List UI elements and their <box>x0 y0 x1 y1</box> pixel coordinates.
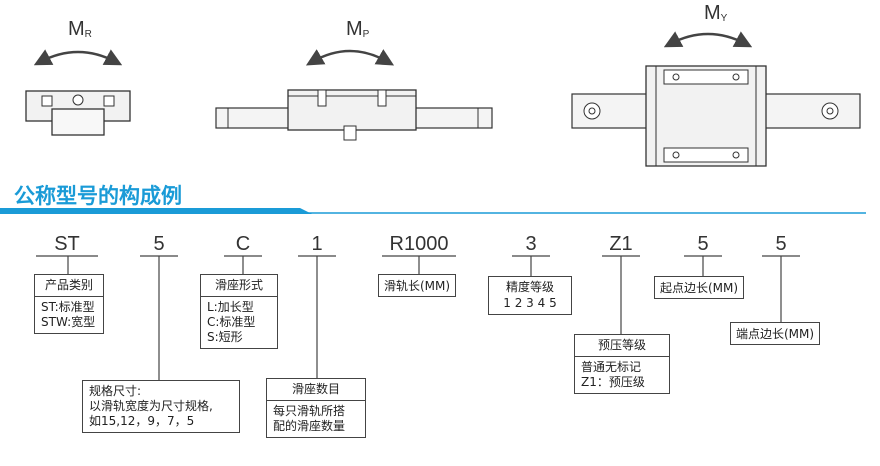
mr-block-cross-section <box>25 90 131 136</box>
block-shape-header: 滑座形式 <box>201 275 277 297</box>
preload-header: 预压等级 <box>575 335 669 357</box>
code-accuracy: 3 <box>525 233 537 255</box>
title-underline <box>0 208 866 214</box>
category-box: 产品类别 ST:标准型 STW:宽型 <box>34 274 104 334</box>
block-count-header: 滑座数目 <box>267 379 365 401</box>
size-line-1: 规格尺寸: <box>89 384 142 398</box>
code-end-edge: 5 <box>775 233 787 255</box>
preload-box: 预压等级 普通无标记 Z1：预压级 <box>574 334 670 394</box>
block-count-line-1: 每只滑轨所搭 <box>273 404 346 418</box>
size-line-2: 以滑轨宽度为尺寸规格, <box>89 399 213 413</box>
accuracy-header: 精度等级 <box>505 280 554 294</box>
block-shape-line-1: L:加长型 <box>207 300 254 314</box>
preload-line-1: 普通无标记 <box>581 360 642 374</box>
code-rail-length: R1000 <box>389 233 449 255</box>
moment-my-sub: Y <box>720 13 728 24</box>
mp-block-side-view <box>215 89 493 141</box>
moment-label-mp: MP <box>346 18 369 41</box>
size-box: 规格尺寸: 以滑轨宽度为尺寸规格, 如15,12，9，7，5 <box>82 380 240 433</box>
category-header: 产品类别 <box>35 275 103 297</box>
moment-mp-sub: P <box>362 29 370 40</box>
block-shape-line-2: C:标准型 <box>207 315 256 329</box>
moment-my-main: M <box>704 2 721 24</box>
code-series: ST <box>54 233 80 255</box>
my-rotation-arrow <box>663 31 753 48</box>
moment-label-mr: MR <box>68 18 92 41</box>
accuracy-values: 1 2 3 4 5 <box>503 296 557 310</box>
code-block-shape: C <box>235 233 251 255</box>
my-block-top-view <box>571 65 861 167</box>
block-count-line-2: 配的滑座数量 <box>273 419 346 433</box>
code-size: 5 <box>153 233 165 255</box>
block-count-box: 滑座数目 每只滑轨所搭 配的滑座数量 <box>266 378 366 438</box>
code-leader-lines <box>36 255 800 380</box>
preload-line-2: Z1：预压级 <box>581 375 645 389</box>
moment-mp-main: M <box>346 18 363 40</box>
block-shape-box: 滑座形式 L:加长型 C:标准型 S:短形 <box>200 274 278 349</box>
block-shape-line-3: S:短形 <box>207 330 243 344</box>
moment-illustrations <box>25 31 861 167</box>
moment-mr-sub: R <box>84 29 92 40</box>
mp-rotation-arrow <box>305 49 395 66</box>
accuracy-box: 精度等级 1 2 3 4 5 <box>488 276 572 315</box>
category-line-2: STW:宽型 <box>41 315 96 329</box>
mr-rotation-arrow <box>33 49 123 66</box>
code-preload: Z1 <box>609 233 633 255</box>
moment-mr-main: M <box>68 18 85 40</box>
end-edge-label: 端点边长(MM) <box>730 322 821 345</box>
size-line-3: 如15,12，9，7，5 <box>89 414 195 428</box>
section-title: 公称型号的构成例 <box>14 184 182 208</box>
rail-length-label: 滑轨长(MM) <box>378 274 457 297</box>
moment-label-my: MY <box>704 2 727 25</box>
code-start-edge: 5 <box>697 233 709 255</box>
start-edge-label: 起点边长(MM) <box>654 276 745 299</box>
category-line-1: ST:标准型 <box>41 300 95 314</box>
code-block-count: 1 <box>311 233 323 255</box>
